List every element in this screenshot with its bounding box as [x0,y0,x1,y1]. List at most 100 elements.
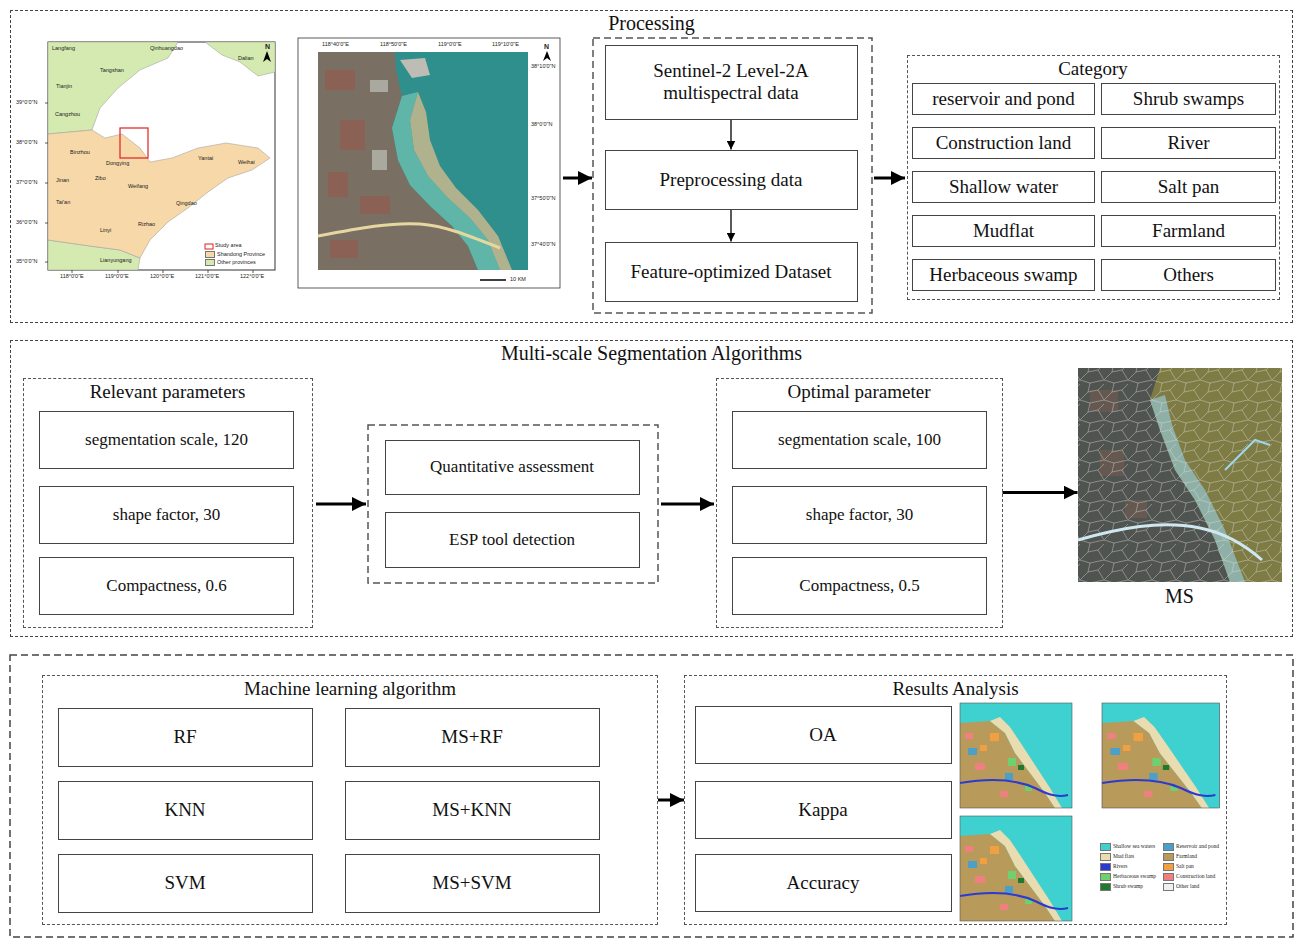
city-label: Jinan [56,178,69,184]
legend-swatch [1163,883,1174,891]
legend-entry: Shrub swamp [1100,883,1143,891]
classification-map-part [1102,703,1220,808]
legend-text: Reservoir and pond [1176,844,1219,850]
coordinate-label: 122°0'0"E [240,274,264,280]
process-box: Sentinel-2 Level-2A multispectral data [605,45,858,120]
box-label: Quantitative assessment [430,457,594,477]
scale-label: 10 KM [510,277,526,283]
satellite-image-part-part [330,240,358,258]
legend-text: Farmland [1176,854,1197,860]
coordinate-label: 119°10'0"E [492,42,519,48]
satellite-image-part [410,92,512,270]
process-box: segmentation scale, 100 [732,411,987,469]
location-map [45,42,275,273]
coordinate-label: 118°0'0"E [60,274,84,280]
legend-entry: Mud flats [1100,853,1134,861]
flow-arrow [730,210,731,242]
box-label: shape factor, 30 [113,505,220,525]
satellite-image-part [392,52,528,270]
image-caption: MS [1165,585,1194,608]
coordinate-label: 35°0'0"N [16,259,37,265]
satellite-image-part [370,80,388,170]
box-label: Kappa [798,799,848,821]
group-box: Optimal parametersegmentation scale, 100… [716,378,1003,628]
process-box: Farmland [1101,215,1276,247]
flow-arrow [658,799,684,802]
coordinate-label: 118°50'0"E [380,42,407,48]
legend-swatch [1163,853,1174,861]
city-label: Dalian [238,56,254,62]
section-panel: Multi-scale Segmentation AlgorithmsRelev… [10,340,1293,637]
legend-entry: Other provinces [205,259,256,266]
satellite-image-part [400,58,430,78]
box-label: KNN [164,799,205,821]
process-box: Construction land [912,127,1095,159]
flow-arrow-part [661,503,714,506]
legend-text: Study area [215,243,242,249]
process-box: Others [1101,259,1276,291]
city-label: Binzhou [70,150,90,156]
legend-entry: Study area [215,243,242,249]
city-label: Langfang [52,46,75,52]
city-label: Tai'an [56,200,70,206]
process-box: OA [695,706,952,764]
legend-entry: Other land [1163,883,1199,891]
city-label: Tianjin [56,84,72,90]
coordinate-label: 37°0'0"N [16,180,37,186]
satellite-image-part [480,279,506,281]
group-heading: Relevant parameters [24,381,312,403]
legend-entry: Salt pan [1163,863,1194,871]
group-border [368,425,658,583]
box-label: shape factor, 30 [806,505,913,525]
city-label: Qingdao [176,201,197,207]
location-map-part-part [45,103,48,262]
flow-arrow-part [316,503,366,506]
coordinate-label: 38°10'0"N [531,64,555,70]
classification-map-part [960,816,1072,921]
box-label: Others [1163,264,1214,286]
process-box: shape factor, 30 [39,486,294,544]
legend-swatch [1100,853,1111,861]
location-map-part [120,128,148,158]
coordinate-label: 120°0'0"E [150,274,174,280]
box-label: Preprocessing data [660,169,803,191]
box-label: RF [173,726,196,748]
city-label: Weihai [238,160,255,166]
legend-text: Shandong Province [217,252,265,258]
process-box: Accuracy [695,854,952,912]
process-box: ESP tool detection [385,512,640,568]
box-label: SVM [164,872,205,894]
process-box: SVM [58,854,313,913]
process-box: Salt pan [1101,171,1276,203]
box-label: Accuracy [787,872,860,894]
box-label: reservoir and pond [932,88,1074,110]
satellite-image-part [298,38,560,288]
city-label: Linyi [100,228,111,234]
satellite-image-part [318,224,500,248]
segmentation-image-part [1078,368,1282,582]
process-box: Kappa [695,781,952,839]
process-box: MS+SVM [345,854,600,913]
satellite-image-part-part [325,70,355,90]
legend-swatch [1100,843,1111,851]
box-label: Compactness, 0.5 [799,576,919,596]
process-box: Shrub swamps [1101,83,1276,115]
legend-entry: Shandong Province [205,251,265,258]
legend-swatch [1163,873,1174,881]
process-box: reservoir and pond [912,83,1095,115]
segmentation-image [1078,368,1282,582]
box-label: OA [809,724,836,746]
north-label: N [265,43,270,50]
box-label: MS+KNN [432,799,511,821]
box-label: Feature-optimized Dataset [630,261,831,283]
process-box: RF [58,708,313,767]
process-box: Compactness, 0.5 [732,557,987,615]
panel-title: Processing [602,12,701,35]
coordinate-label: 38°0'0"N [531,122,552,128]
legend-text: Rivers [1113,864,1127,870]
coordinate-label: 37°40'0"N [531,242,555,248]
box-label: Herbaceous swamp [929,264,1077,286]
box-label: segmentation scale, 100 [778,430,941,450]
box-label: Salt pan [1158,176,1220,198]
